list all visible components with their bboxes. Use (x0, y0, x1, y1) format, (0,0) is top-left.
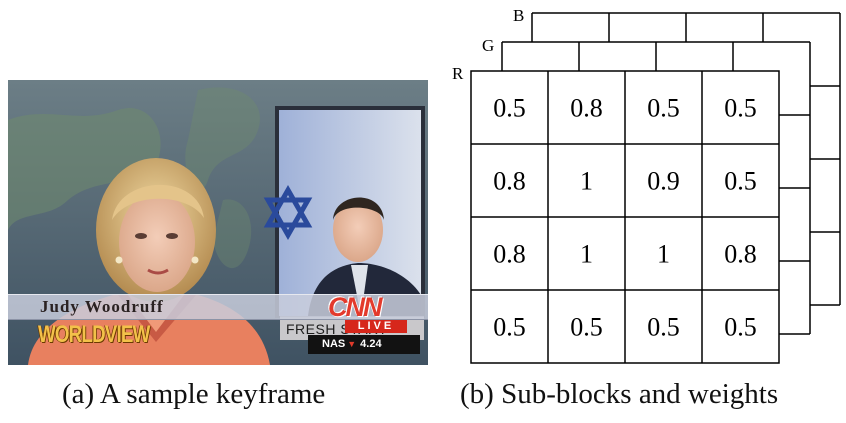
map-continent (185, 87, 260, 191)
caption-a: (a) A sample keyframe (62, 378, 326, 410)
weight-cell-1-1: 1 (580, 167, 593, 196)
map-continent (8, 108, 161, 230)
subblock-grids: 0.5 0.8 0.5 0.5 0.8 1 0.9 0.5 0.8 1 1 0.8 0.5 0.5 0.5 0… (440, 0, 846, 380)
channel-label-r: R (452, 64, 464, 83)
network-logo: CNN (328, 292, 382, 322)
weight-cell-3-0: 0.5 (493, 313, 526, 342)
down-triangle-icon: ▼ (347, 339, 357, 349)
weight-cell-2-1: 1 (580, 240, 593, 269)
green-channel-grid (501, 41, 811, 335)
weight-cell-2-0: 0.8 (493, 240, 526, 269)
ticker: NAS▼4.24 (308, 335, 420, 354)
map-continent (213, 199, 252, 269)
ticker-value: 4.24 (360, 338, 382, 350)
weight-cell-3-3: 0.5 (724, 313, 757, 342)
caption-b: (b) Sub-blocks and weights (460, 378, 779, 410)
grid-drawing: 0.5 0.8 0.5 0.5 0.8 1 0.9 0.5 0.8 1 1 0.8 0.5 0.5 0.5 0… (470, 12, 841, 364)
name-bar (8, 294, 428, 320)
show-logo: WORLDVIEW (38, 321, 150, 348)
weight-cell-0-3: 0.5 (724, 94, 757, 123)
weight-cell-1-0: 0.8 (493, 167, 526, 196)
anchor-name: Judy Woodruff (40, 297, 164, 316)
weight-cell-0-2: 0.5 (647, 94, 680, 123)
weight-cell-2-2: 1 (657, 240, 670, 269)
blue-channel-grid (531, 12, 841, 306)
weight-cell-0-0: 0.5 (493, 94, 526, 123)
weight-cell-1-3: 0.5 (724, 167, 757, 196)
weight-cell-0-1: 0.8 (570, 94, 603, 123)
weight-cell-1-2: 0.9 (647, 167, 680, 196)
sample-keyframe: FRESH START Judy Woodruff WORLDVIEW CNN … (8, 80, 428, 365)
channel-label-b: B (513, 6, 525, 25)
weight-cell-3-2: 0.5 (647, 313, 680, 342)
red-channel-grid: 0.5 0.8 0.5 0.5 0.8 1 0.9 0.5 0.8 1 1 0.8 0.5 0.5 0.5 0… (470, 70, 780, 364)
channel-label-g: G (482, 36, 495, 55)
weight-cell-3-1: 0.5 (570, 313, 603, 342)
live-tag: LIVE (345, 320, 407, 333)
inset-portrait (263, 106, 425, 318)
ticker-label: NAS (322, 338, 346, 350)
weight-cell-2-3: 0.8 (724, 240, 757, 269)
